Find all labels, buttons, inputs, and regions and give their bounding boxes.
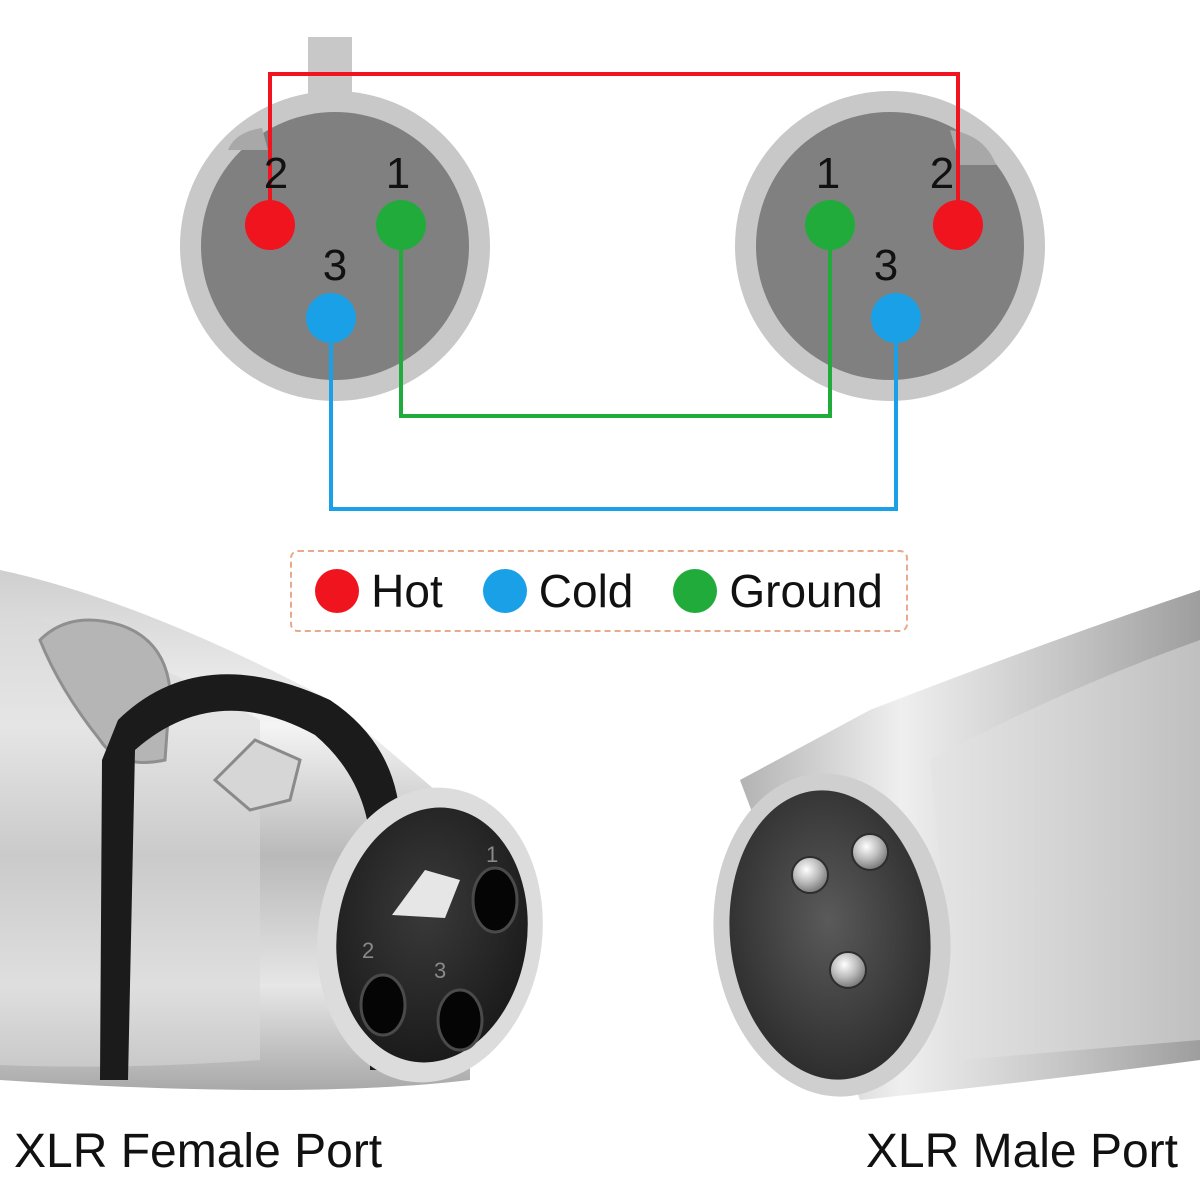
ground-color-dot-icon xyxy=(673,569,718,613)
female-pin-2-label: 2 xyxy=(264,149,288,198)
female-pin-2-hot xyxy=(245,200,295,250)
legend-label-hot: Hot xyxy=(371,565,443,617)
hot-color-dot-icon xyxy=(315,569,360,613)
female-port-caption: XLR Female Port xyxy=(14,1125,383,1178)
male-pin-2-hot xyxy=(933,200,983,250)
legend-label-cold: Cold xyxy=(538,565,634,617)
cold-wire xyxy=(329,318,898,511)
male-pin-3-cold xyxy=(871,293,921,343)
legend-item-hot: Hot xyxy=(315,568,443,614)
female-photo-pin-3: 3 xyxy=(434,958,446,983)
female-pin-1-label: 1 xyxy=(386,149,410,198)
legend-item-ground: Ground xyxy=(673,565,883,617)
male-xlr-plug-photo xyxy=(713,590,1200,1100)
female-pin-3-label: 3 xyxy=(323,241,347,290)
ground-wire xyxy=(399,225,832,418)
female-photo-pin-2: 2 xyxy=(362,938,374,963)
legend-item-cold: Cold xyxy=(482,565,634,617)
male-pin-2-label: 2 xyxy=(930,149,954,198)
female-pin-1-ground xyxy=(376,200,426,250)
male-pin-3-label: 3 xyxy=(874,241,898,290)
female-xlr-plug-photo: 1 2 3 xyxy=(0,570,543,1090)
cold-color-dot-icon xyxy=(482,569,527,613)
male-port-caption: XLR Male Port xyxy=(865,1125,1178,1178)
hot-wire xyxy=(268,72,960,225)
wire-color-legend: Hot Cold Ground xyxy=(290,550,908,632)
male-pin-1-label: 1 xyxy=(816,149,840,198)
legend-label-ground: Ground xyxy=(729,565,883,617)
female-pin-3-cold xyxy=(306,293,356,343)
male-pin-1-ground xyxy=(805,200,855,250)
female-photo-pin-1: 1 xyxy=(486,842,498,867)
